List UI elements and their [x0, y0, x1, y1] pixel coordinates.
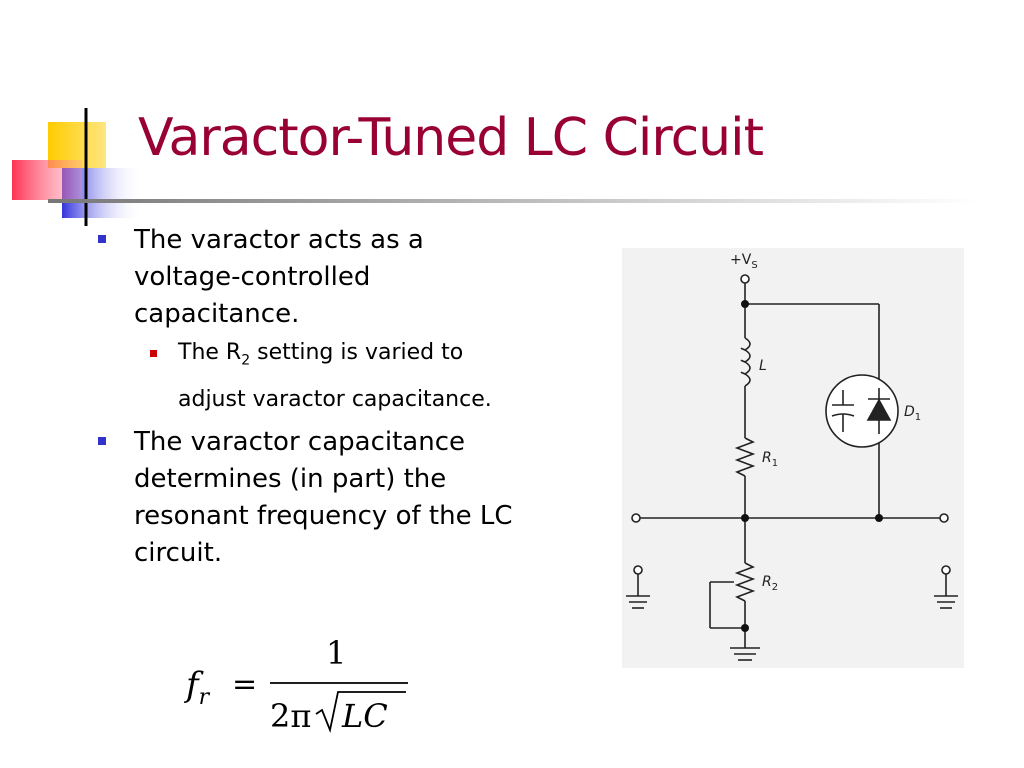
sub-bullet-item: The R2 setting is varied to adjust varac… [96, 333, 516, 420]
formula-denominator-pre: 2π [270, 697, 311, 735]
resonance-formula: fr = 1 2π LC [183, 634, 408, 735]
formula-numerator: 1 [326, 634, 346, 672]
bullet-text: The varactor capacitance determines (in … [134, 427, 513, 569]
d1-text: D [904, 404, 915, 420]
formula-sub-r: r [199, 685, 211, 710]
sqrt-sign [315, 691, 406, 734]
sub-bullet-subscript: 2 [241, 352, 251, 369]
inductor-label: L [759, 358, 767, 374]
formula-equals: = [232, 667, 257, 702]
sub-bullet-text-pre: The R [178, 340, 242, 365]
formula-radicand: LC [341, 697, 388, 735]
slide-title: Varactor-Tuned LC Circuit [138, 108, 764, 168]
sub-bullet-marker [150, 350, 157, 357]
bullet-item: The varactor capacitance determines (in … [96, 424, 516, 572]
formula-lhs: fr [183, 665, 211, 710]
bullet-text: The varactor acts as a voltage-controlle… [134, 225, 424, 329]
r1-text: R [762, 450, 772, 466]
d1-label: D1 [904, 404, 921, 423]
sub-bullet-text-post: setting is varied to adjust varactor cap… [178, 340, 492, 413]
d1-subscript: 1 [915, 412, 921, 423]
corner-decoration [12, 108, 150, 226]
circuit-schematic: +VS L R1 R2 D1 [626, 252, 958, 661]
bullet-marker [98, 235, 106, 243]
bullet-marker [98, 437, 106, 446]
bullet-list: The varactor acts as a voltage-controlle… [96, 222, 516, 574]
r2-text: R [762, 574, 772, 590]
r2-subscript: 2 [772, 582, 778, 593]
supply-text: +V [730, 252, 752, 268]
circuit-diagram: +VS L R1 R2 D1 [622, 248, 964, 668]
r1-label: R1 [762, 450, 778, 469]
supply-subscript: S [751, 260, 757, 271]
r1-subscript: 1 [772, 458, 778, 469]
r2-label: R2 [762, 574, 778, 593]
supply-label: +VS [730, 252, 758, 271]
title-underline [48, 199, 978, 203]
bullet-item: The varactor acts as a voltage-controlle… [96, 222, 516, 333]
